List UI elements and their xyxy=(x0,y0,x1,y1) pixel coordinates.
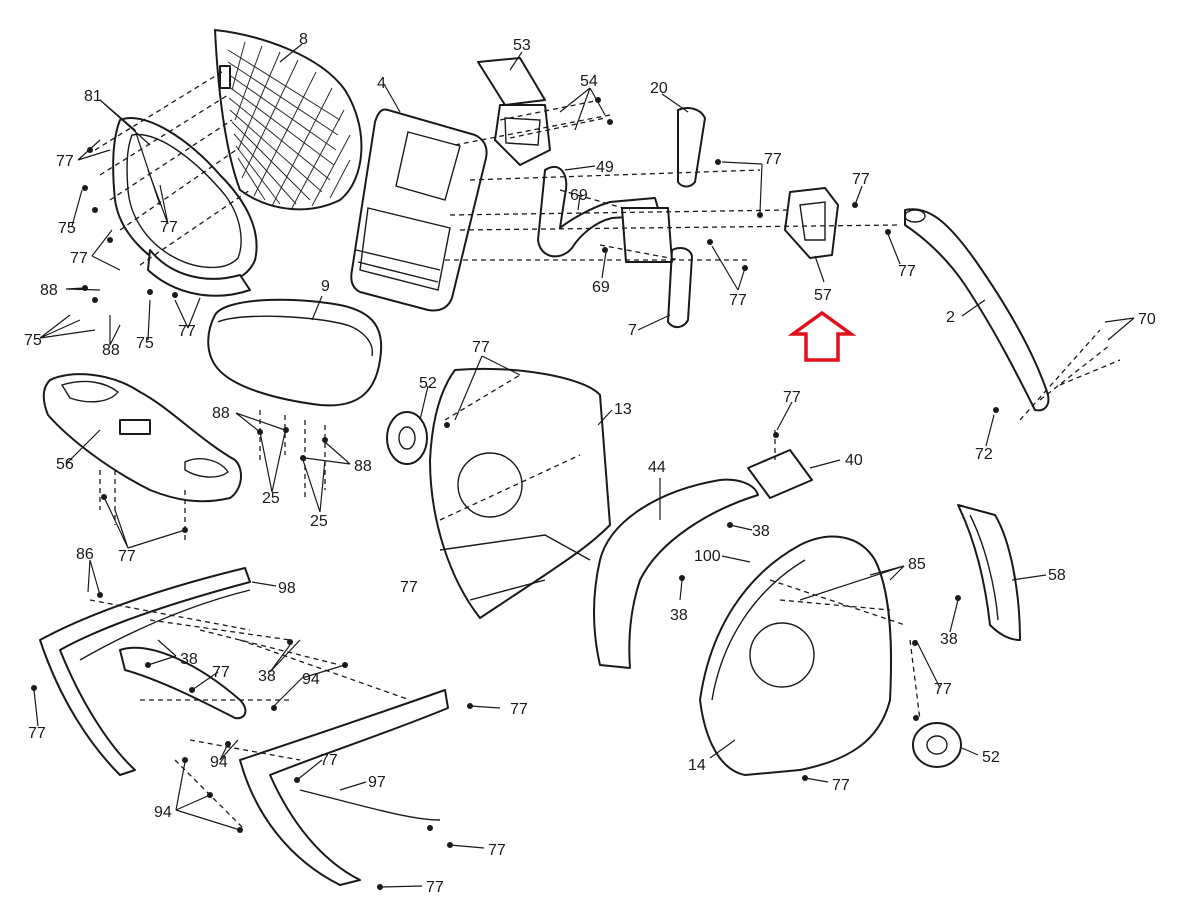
callout-25: 25 xyxy=(262,490,280,507)
callout-77: 77 xyxy=(934,681,952,698)
callout-38: 38 xyxy=(752,523,770,540)
part-8-seat-back xyxy=(214,29,363,211)
callout-77: 77 xyxy=(118,548,136,565)
callout-88: 88 xyxy=(212,405,230,422)
callout-77: 77 xyxy=(212,664,230,681)
callout-38: 38 xyxy=(670,607,688,624)
callout-58: 58 xyxy=(1048,567,1066,584)
callout-44: 44 xyxy=(648,459,666,476)
callout-57: 57 xyxy=(814,287,832,304)
callout-77: 77 xyxy=(320,752,338,769)
callout-52: 52 xyxy=(982,749,1000,766)
callout-88: 88 xyxy=(40,282,58,299)
part-40-top-plate xyxy=(747,449,813,499)
fasteners xyxy=(31,97,999,890)
callout-8: 8 xyxy=(299,31,308,48)
callout-2: 2 xyxy=(946,309,955,326)
callout-94: 94 xyxy=(154,804,172,821)
callout-88: 88 xyxy=(102,342,120,359)
callout-13: 13 xyxy=(614,401,632,418)
callout-69: 69 xyxy=(592,279,610,296)
callout-86: 86 xyxy=(76,546,94,563)
callout-77: 77 xyxy=(178,323,196,340)
part-13-left-shroud xyxy=(429,367,611,619)
part-97-front-frame xyxy=(239,689,449,886)
callout-81: 81 xyxy=(84,88,102,105)
callout-94: 94 xyxy=(210,754,228,771)
callout-77: 77 xyxy=(400,579,418,596)
callout-72: 72 xyxy=(975,446,993,463)
part-58-side-cover xyxy=(957,504,1021,641)
highlight-arrow xyxy=(787,310,857,362)
part-4-console xyxy=(350,108,488,312)
callout-77: 77 xyxy=(852,171,870,188)
part-49-handlebar xyxy=(537,165,673,263)
callout-77: 77 xyxy=(56,153,74,170)
part-52-wheel-cap-right xyxy=(912,722,962,768)
part-7-lower-grip xyxy=(667,247,693,328)
callout-54: 54 xyxy=(580,73,598,90)
part-57-bracket xyxy=(784,187,839,259)
callout-38: 38 xyxy=(940,631,958,648)
callout-75: 75 xyxy=(58,220,76,237)
callout-77: 77 xyxy=(898,263,916,280)
callout-77: 77 xyxy=(488,842,506,859)
callout-25: 25 xyxy=(310,513,328,530)
callout-75: 75 xyxy=(24,332,42,349)
part-20-upper-grip xyxy=(677,107,706,188)
callout-4: 4 xyxy=(377,75,386,92)
callout-100: 100 xyxy=(694,548,721,565)
callout-77: 77 xyxy=(832,777,850,794)
callout-52: 52 xyxy=(419,375,437,392)
callout-40: 40 xyxy=(845,452,863,469)
callout-70: 70 xyxy=(1138,311,1156,328)
callout-14: 14 xyxy=(688,757,706,774)
part-81-seat-frame xyxy=(112,117,258,297)
callout-77: 77 xyxy=(783,389,801,406)
callout-85: 85 xyxy=(908,556,926,573)
callout-77: 77 xyxy=(160,219,178,236)
callout-77: 77 xyxy=(729,292,747,309)
callout-77: 77 xyxy=(28,725,46,742)
callout-38: 38 xyxy=(180,651,198,668)
callout-75: 75 xyxy=(136,335,154,352)
callout-97: 97 xyxy=(368,774,386,791)
callout-98: 98 xyxy=(278,580,296,597)
leader-lines xyxy=(33,43,1135,888)
callout-38: 38 xyxy=(258,668,276,685)
callout-labels: 8 81 77 75 77 77 88 75 88 75 77 4 53 54 … xyxy=(24,31,1156,896)
callout-7: 7 xyxy=(628,322,637,339)
callout-77: 77 xyxy=(472,339,490,356)
callout-9: 9 xyxy=(321,278,330,295)
part-9-seat-cushion xyxy=(207,298,383,407)
callout-88: 88 xyxy=(354,458,372,475)
callout-49: 49 xyxy=(596,159,614,176)
callout-69: 69 xyxy=(570,187,588,204)
callout-94: 94 xyxy=(302,671,320,688)
callout-77: 77 xyxy=(426,879,444,896)
callout-77: 77 xyxy=(70,250,88,267)
callout-77: 77 xyxy=(764,151,782,168)
callout-20: 20 xyxy=(650,80,668,97)
callout-56: 56 xyxy=(56,456,74,473)
part-56-base-tray xyxy=(42,373,242,503)
part-14-right-shroud xyxy=(699,535,893,776)
part-98-base-frame xyxy=(39,567,251,776)
part-2-upright-arm xyxy=(904,208,1050,412)
part-52-wheel-cap-left xyxy=(386,411,428,465)
part-44-front-cover xyxy=(593,478,759,669)
callout-53: 53 xyxy=(513,37,531,54)
callout-77: 77 xyxy=(510,701,528,718)
